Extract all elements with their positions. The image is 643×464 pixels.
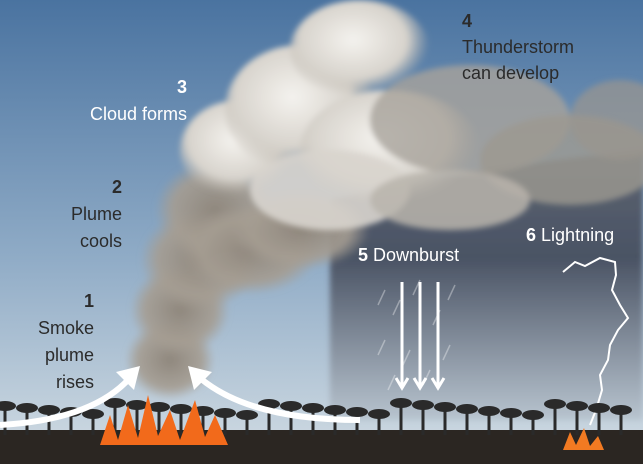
step-2-label: 2 Plume cools (71, 174, 122, 255)
arrow-head-right (188, 366, 212, 390)
step-5-text: Downburst (373, 245, 460, 265)
step-1-line: rises (55, 372, 94, 392)
step-2-line: cools (79, 231, 122, 251)
tree (500, 408, 522, 435)
tree (214, 408, 236, 435)
tree (478, 406, 500, 435)
lightning-bolt-icon (562, 256, 630, 426)
tree (0, 401, 16, 435)
tree (302, 403, 324, 435)
step-4-label: 4 Thunderstorm can develop (462, 8, 574, 86)
tree (412, 400, 434, 435)
step-5-label: 5 Downburst (358, 242, 459, 269)
tree (368, 409, 390, 435)
tree (610, 405, 632, 435)
downburst-arrows-icon (394, 282, 446, 391)
tree (236, 410, 258, 435)
fire (100, 395, 604, 450)
tree (148, 402, 170, 435)
step-2-line: Plume (70, 204, 122, 224)
tree (126, 400, 148, 435)
step-4-line: Thunderstorm (462, 37, 575, 57)
tree (544, 399, 566, 435)
tree (566, 401, 588, 435)
downburst-rain (377, 279, 456, 391)
tree (104, 398, 126, 435)
step-2-number: 2 (111, 177, 122, 197)
step-3-number: 3 (176, 77, 187, 97)
arrow-head-left (116, 366, 140, 390)
tree (280, 401, 302, 435)
tree (346, 407, 368, 435)
tree (324, 405, 346, 435)
tree (390, 398, 412, 435)
tree (434, 402, 456, 435)
tree (588, 403, 610, 435)
rising-air-arrows-icon (0, 375, 361, 428)
tree (456, 404, 478, 435)
tree (82, 409, 104, 435)
step-6-label: 6 Lightning (526, 222, 614, 249)
tree (170, 404, 192, 435)
step-3-line: Cloud forms (89, 104, 187, 124)
step-1-label: 1 Smoke plume rises (38, 288, 94, 396)
step-5-number: 5 (358, 245, 369, 265)
cloud (180, 0, 643, 230)
step-1-line: Smoke (37, 318, 94, 338)
tree (522, 410, 544, 435)
step-4-line: can develop (462, 63, 560, 83)
tree (38, 405, 60, 435)
step-3-label: 3 Cloud forms (90, 74, 187, 128)
step-1-number: 1 (83, 291, 94, 311)
step-4-number: 4 (462, 11, 473, 31)
step-6-number: 6 (526, 225, 537, 245)
step-6-text: Lightning (541, 225, 615, 245)
step-1-line: plume (44, 345, 94, 365)
